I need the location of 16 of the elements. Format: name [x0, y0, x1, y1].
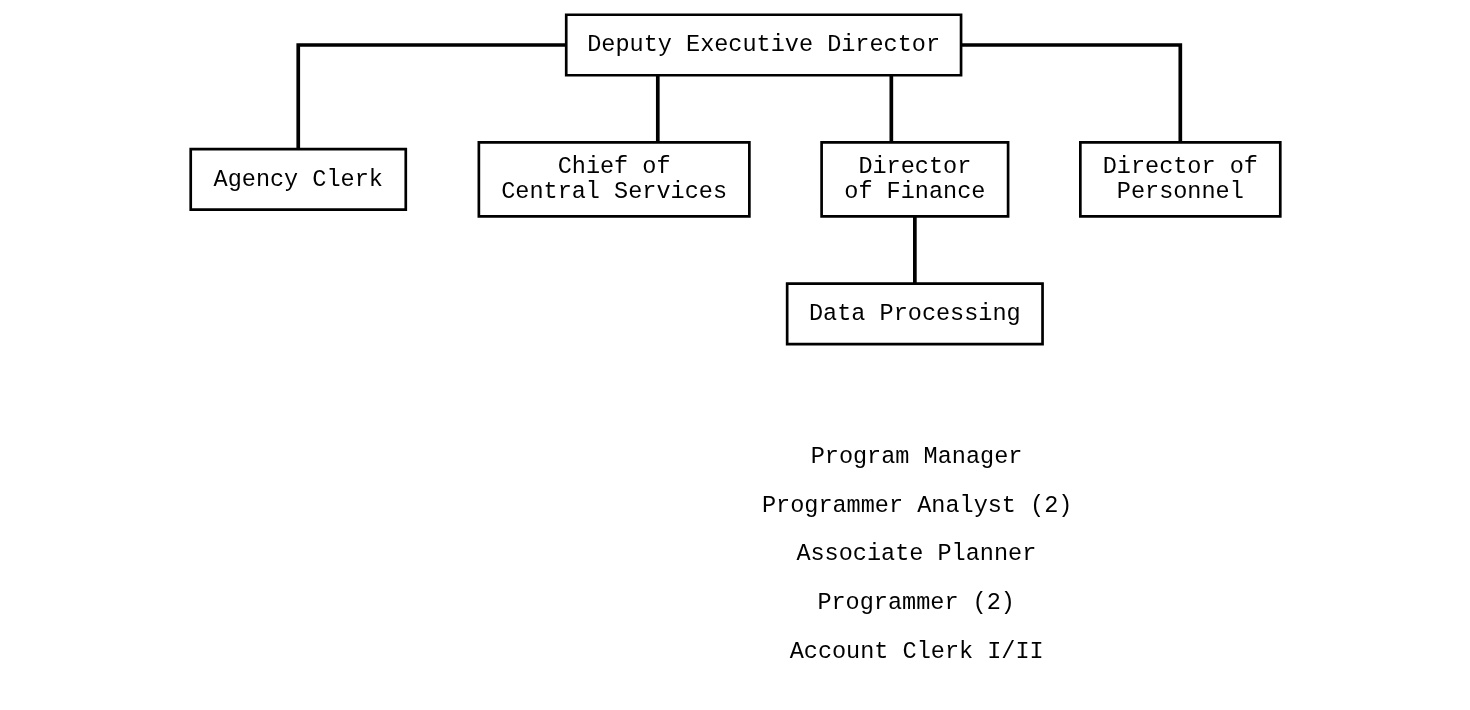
node-box: Agency Clerk [188, 147, 407, 211]
node-box: Director of Personnel [1078, 141, 1282, 218]
node-box: Data Processing [785, 282, 1044, 346]
node-box: Deputy Executive Director [564, 13, 962, 77]
connector [655, 75, 660, 143]
label: Associate Planner [795, 540, 1036, 568]
connector [889, 75, 893, 143]
label: Account Clerk I/II [789, 637, 1044, 665]
connector [961, 43, 1182, 142]
label: Programmer (2) [816, 589, 1015, 617]
label: Program Manager [810, 442, 1022, 470]
node-box: Director of Finance [819, 141, 1009, 218]
connector [912, 216, 917, 284]
connector [295, 43, 566, 149]
label: Programmer Analyst (2) [761, 491, 1072, 519]
node-box: Chief of Central Services [477, 141, 751, 218]
